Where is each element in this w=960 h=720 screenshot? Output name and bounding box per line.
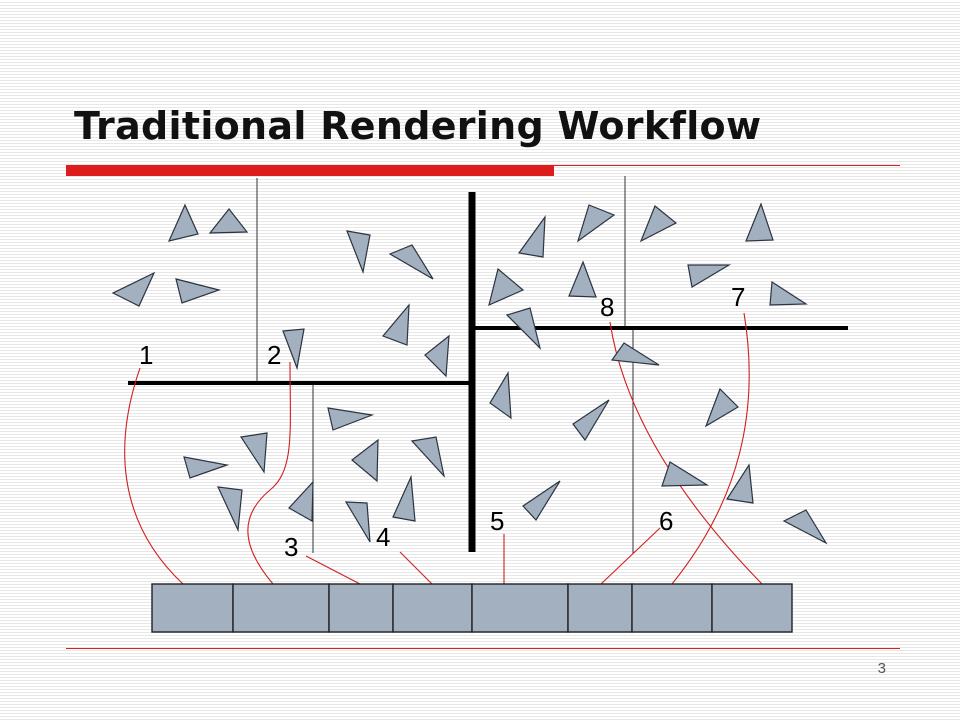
triangle: [392, 474, 416, 522]
region-label-1: 1: [139, 340, 153, 370]
triangle: [610, 342, 660, 366]
triangle: [388, 244, 434, 280]
connectors: [124, 312, 763, 585]
bin-cell: [567, 583, 633, 633]
triangle: [351, 438, 379, 483]
triangle: [572, 399, 610, 442]
region-label-6: 6: [659, 506, 673, 536]
connector-3: [305, 555, 361, 585]
triangle: [208, 208, 249, 234]
region-label-4: 4: [376, 522, 390, 552]
bin-strip: [151, 583, 793, 633]
region-label-7: 7: [731, 282, 745, 312]
bin-cell: [328, 583, 394, 633]
triangle: [505, 307, 542, 350]
triangle: [381, 303, 410, 346]
connector-1: [124, 367, 184, 585]
triangle: [745, 202, 774, 242]
region-label-8: 8: [600, 292, 614, 322]
bin-cell: [631, 583, 713, 633]
triangle: [769, 280, 808, 306]
triangle: [489, 371, 512, 420]
triangle: [175, 278, 222, 304]
title-accent-bar: [66, 165, 554, 176]
triangle: [725, 463, 754, 504]
connector-7: [671, 312, 750, 585]
region-label-3: 3: [284, 532, 298, 562]
triangle: [111, 271, 156, 307]
triangle: [517, 215, 546, 258]
triangle: [687, 264, 732, 288]
triangle: [704, 387, 739, 428]
triangle: [522, 480, 561, 521]
bin-cell: [392, 583, 473, 633]
slide-number: 3: [877, 660, 886, 677]
triangles: [111, 202, 828, 545]
region-dividers: [256, 176, 634, 553]
footer-divider: [66, 648, 900, 649]
slide-title: Traditional Rendering Workflow: [74, 104, 762, 148]
triangle: [346, 230, 371, 275]
bin-cell: [711, 583, 793, 633]
triangle: [488, 267, 525, 307]
bin-cell: [151, 583, 234, 633]
region-label-5: 5: [490, 506, 504, 536]
triangle: [639, 205, 678, 243]
triangle: [167, 203, 199, 242]
connector-6: [600, 527, 661, 585]
connector-2: [247, 361, 291, 585]
triangle: [568, 260, 597, 298]
triangle: [576, 204, 616, 243]
triangle: [288, 480, 314, 523]
triangle: [282, 328, 305, 371]
triangle: [344, 501, 371, 543]
triangle: [410, 436, 446, 479]
triangle: [782, 509, 828, 545]
triangle: [183, 456, 230, 479]
region-labels: 1 2 3 4 5 6 7 8: [139, 282, 745, 562]
bin-cell: [232, 583, 330, 633]
region-label-2: 2: [267, 340, 281, 370]
triangle: [239, 432, 268, 474]
bin-cell: [471, 583, 569, 633]
triangle: [216, 486, 243, 533]
title-underline: [554, 165, 900, 166]
triangle: [327, 407, 375, 431]
connector-4: [399, 551, 433, 585]
triangle: [661, 461, 710, 487]
triangle: [424, 334, 450, 378]
